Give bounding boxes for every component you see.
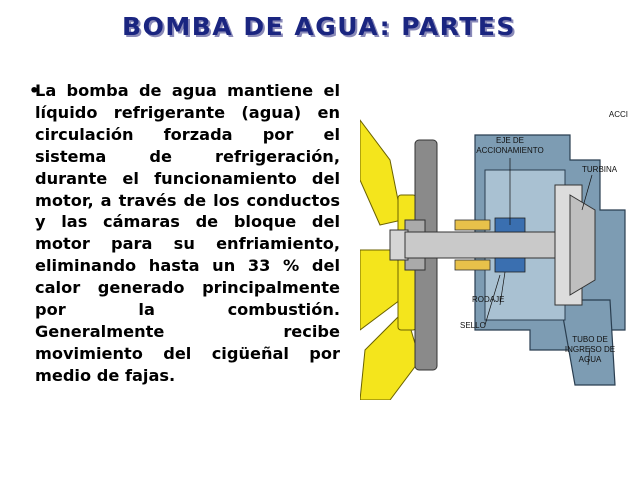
label-eje-line1: EJE DE [496, 136, 524, 145]
impeller [554, 184, 596, 306]
body-paragraph: La bomba de agua mantiene el líquido ref… [35, 81, 340, 385]
fan-blades [360, 119, 421, 400]
label-corner: ACCI [609, 110, 628, 119]
label-tubo-line2: INGRESO DE [565, 345, 615, 354]
body-paragraph-block: • La bomba de agua mantiene el líquido r… [29, 80, 340, 387]
label-tubo-line3: AGUA [579, 355, 602, 364]
slide-title: BOMBA DE AGUA: PARTES [122, 12, 516, 41]
label-rodaje: RODAJE [472, 295, 504, 304]
label-tubo-line1: TUBO DE [572, 335, 608, 344]
label-turbina: TURBINA [582, 165, 618, 174]
leader-lines [484, 158, 593, 366]
label-eje-line2: ACCIONAMIENTO [476, 146, 543, 155]
label-sello: SELLO [460, 321, 486, 330]
water-pump-diagram: ACCI EJE DE ACCIONAMIENTO TURBINA RODAJE… [360, 100, 638, 400]
bullet-marker: • [29, 81, 40, 100]
